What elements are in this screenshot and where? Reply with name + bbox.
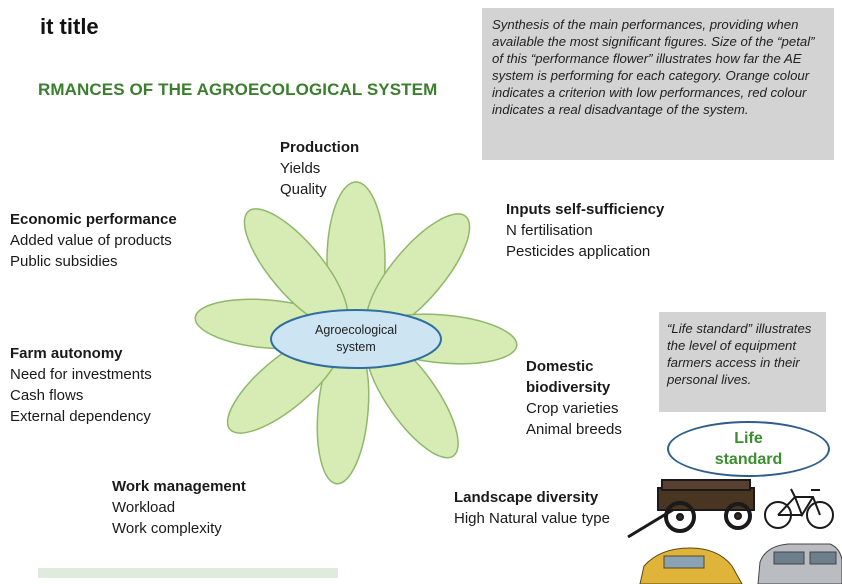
category-heading: Work management <box>112 478 246 495</box>
category-item: Quality <box>280 181 327 198</box>
category-item: Pesticides application <box>506 243 651 260</box>
category-item: External dependency <box>10 408 151 425</box>
category-item: Yields <box>280 160 321 177</box>
synthesis-note: Synthesis of the main performances, prov… <box>482 8 834 160</box>
category-item: Workload <box>112 499 176 516</box>
category-work-management: Work management Workload Work complexity <box>112 476 246 539</box>
category-heading-line2: biodiversity <box>526 379 611 396</box>
page-title: it title <box>40 14 99 39</box>
category-item: Need for investments <box>10 366 152 383</box>
center-oval <box>270 309 442 369</box>
category-heading: Landscape diversity <box>454 489 599 506</box>
category-heading: Production <box>280 139 360 156</box>
category-item: High Natural value type <box>454 510 610 527</box>
category-item: N fertilisation <box>506 222 593 239</box>
category-item: Added value of products <box>10 232 172 249</box>
category-heading-line1: Domestic <box>526 358 594 375</box>
life-standard-line1: Life <box>734 430 763 447</box>
category-production: Production Yields Quality <box>280 137 359 200</box>
category-heading: Economic performance <box>10 211 177 228</box>
center-label-line2: system <box>336 340 376 354</box>
category-economic-performance: Economic performance Added value of prod… <box>10 209 177 272</box>
category-item: Animal breeds <box>526 421 622 438</box>
category-item: Cash flows <box>10 387 84 404</box>
category-item: Work complexity <box>112 520 222 537</box>
car-icon <box>639 547 743 584</box>
life-standard-note: “Life standard” illustrates the level of… <box>659 312 826 412</box>
category-landscape-diversity: Landscape diversity High Natural value t… <box>454 487 610 529</box>
category-item: Crop varieties <box>526 400 619 417</box>
cart-icon <box>627 479 755 539</box>
category-item: Public subsidies <box>10 253 118 270</box>
life-standard-line2: standard <box>714 451 783 468</box>
category-heading: Inputs self-sufficiency <box>506 201 665 218</box>
category-farm-autonomy: Farm autonomy Need for investments Cash … <box>10 343 152 427</box>
suv-icon <box>757 543 842 584</box>
life-standard-oval: Life standard <box>667 421 830 477</box>
center-label-line1: Agroecological <box>315 323 397 337</box>
category-domestic-biodiversity: Domestic biodiversity Crop varieties Ani… <box>526 356 622 440</box>
faded-heading-strip <box>38 568 338 578</box>
category-heading: Farm autonomy <box>10 345 123 362</box>
section-subtitle: RMANCES OF THE AGROECOLOGICAL SYSTEM <box>38 80 438 99</box>
category-inputs-self-sufficiency: Inputs self-sufficiency N fertilisation … <box>506 199 664 262</box>
center-label: Agroecological system <box>288 322 424 356</box>
bicycle-icon <box>764 488 834 529</box>
